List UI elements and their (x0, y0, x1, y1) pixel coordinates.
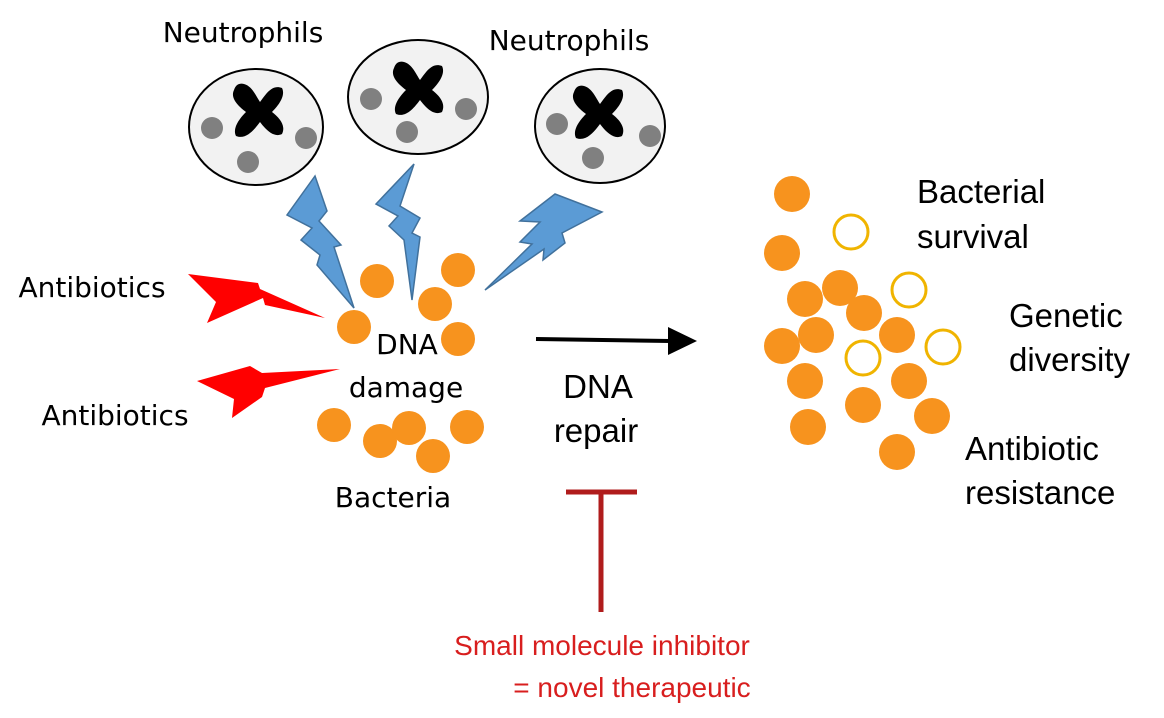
antibiotic-resistance-label: Antibiotic (965, 430, 1099, 467)
antibiotics-label: Antibiotics (18, 271, 165, 304)
dna-damage-label: DNA (376, 328, 438, 361)
neutrophil-icon (347, 39, 489, 155)
bacterium-icon (764, 176, 950, 470)
antibiotic-resistance-label: resistance (965, 474, 1115, 511)
genetic-diversity-label: Genetic (1009, 297, 1123, 334)
neutrophils-label: Neutrophils (163, 16, 324, 49)
lightning-bolt-icon (285, 174, 355, 309)
dna-repair-label: DNA (563, 368, 633, 405)
lightning-bolt-icon (188, 274, 325, 323)
arrow-right-icon (535, 327, 697, 355)
lightning-bolt-icon (374, 163, 421, 301)
genetic-diversity-label: diversity (1009, 341, 1131, 378)
neutrophils-label: Neutrophils (489, 24, 650, 57)
antibiotics-label: Antibiotics (41, 399, 188, 432)
bacteria-label: Bacteria (335, 481, 451, 514)
bacterial-survival-label: Bacterial (917, 173, 1045, 210)
dna-repair-label: repair (554, 412, 638, 449)
neutrophil-icon (188, 68, 324, 186)
bacterium-icon (832, 213, 962, 377)
lightning-bolt-icon (484, 193, 604, 291)
bacterial-survival-label: survival (917, 218, 1029, 255)
inhibitor-label: Small molecule inhibitor (454, 630, 750, 661)
inhibition-bar-icon (566, 489, 637, 612)
dna-damage-label: damage (349, 371, 463, 404)
lightning-bolt-icon (197, 366, 340, 418)
bacterium-icon (317, 253, 484, 473)
inhibitor-label: = novel therapeutic (513, 672, 750, 703)
neutrophil-icon (534, 68, 666, 184)
